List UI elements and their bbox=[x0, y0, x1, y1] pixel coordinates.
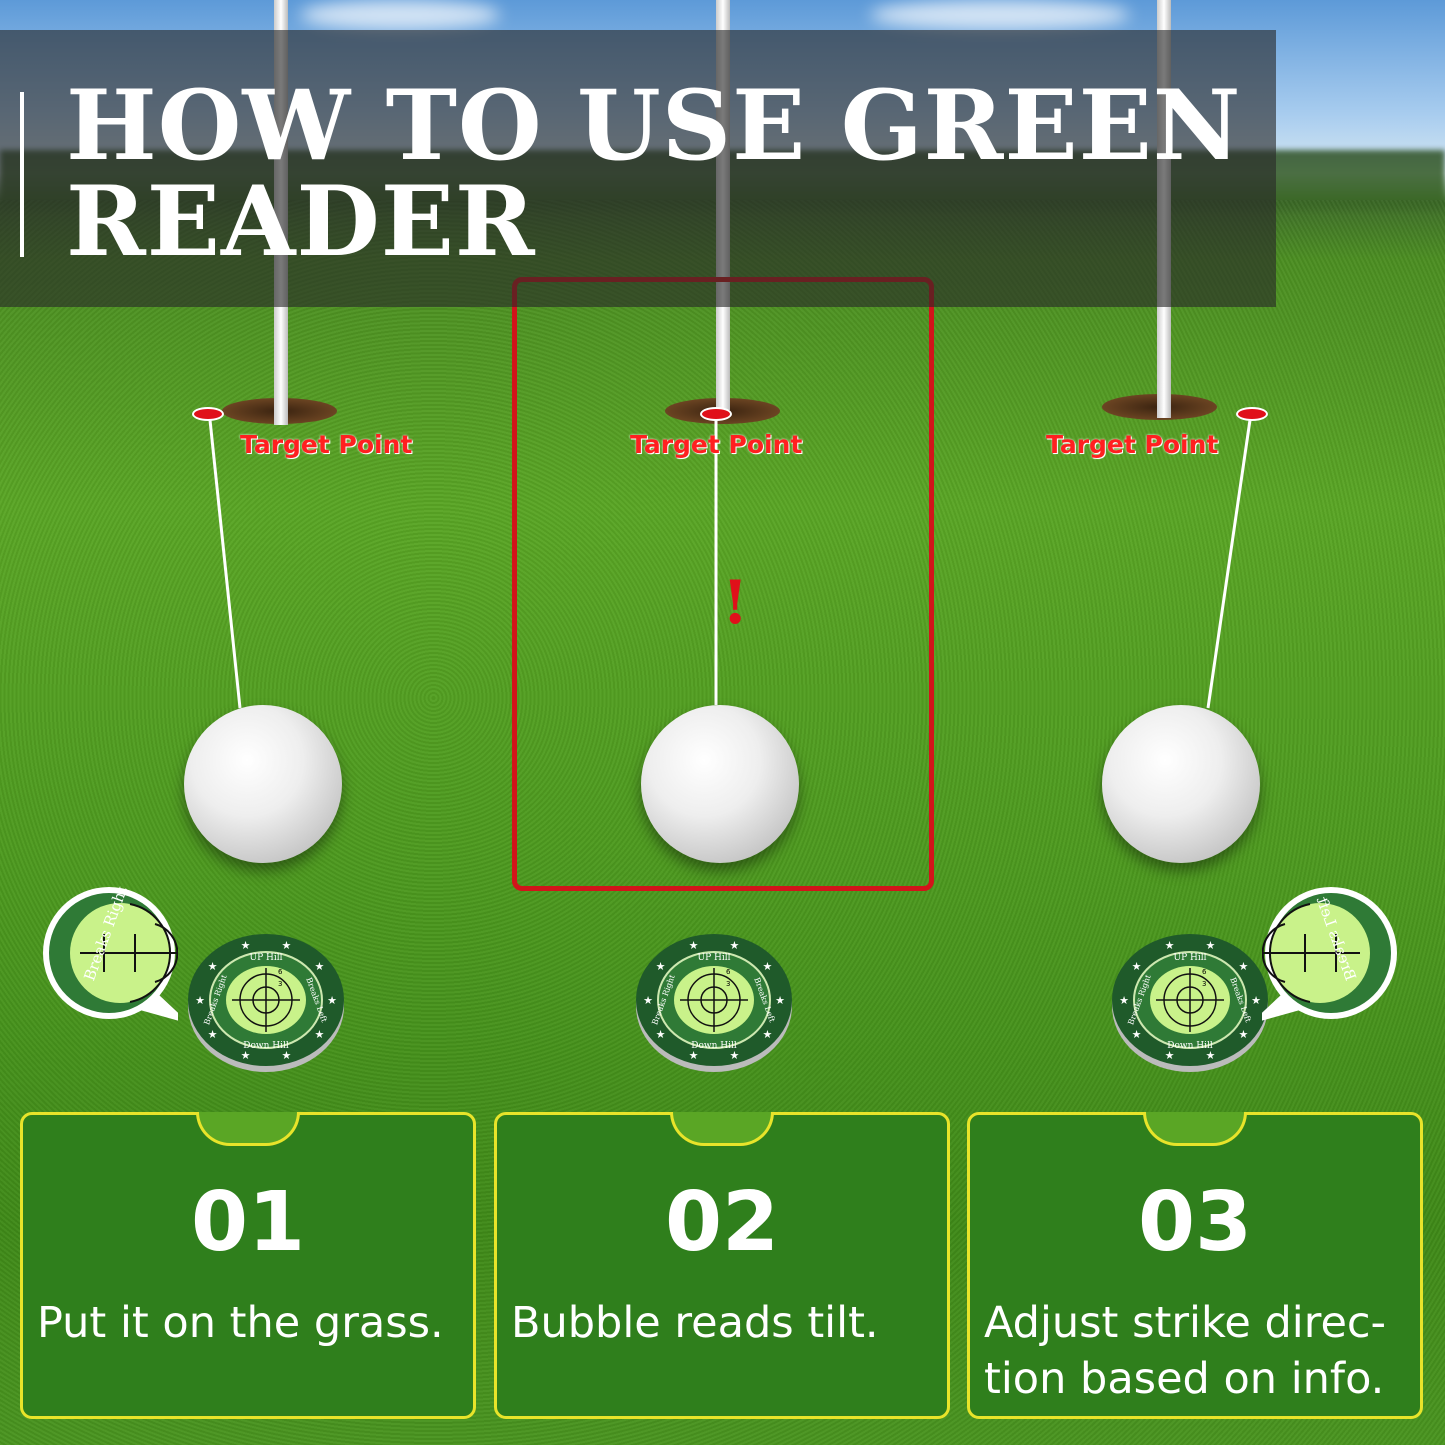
target-point-label: Target Point bbox=[630, 430, 803, 459]
step-text: Adjust strike direc-tion based on info. bbox=[984, 1298, 1387, 1404]
svg-text:★: ★ bbox=[281, 939, 291, 952]
card-notch bbox=[196, 1112, 300, 1146]
svg-text:6: 6 bbox=[1202, 968, 1207, 976]
zoom-callout-icon: Breaks Right bbox=[40, 884, 190, 1024]
svg-text:★: ★ bbox=[689, 1049, 699, 1062]
svg-text:UP Hill: UP Hill bbox=[1174, 953, 1207, 963]
svg-text:★: ★ bbox=[643, 994, 653, 1007]
target-point-label: Target Point bbox=[1046, 430, 1219, 459]
svg-text:★: ★ bbox=[281, 1049, 291, 1062]
page-title: HOW TO USE GREENREADER bbox=[66, 69, 1242, 278]
step-text: Bubble reads tilt. bbox=[511, 1298, 879, 1348]
step-card-3: 03 Adjust strike direc-tion based on inf… bbox=[967, 1112, 1423, 1419]
svg-text:★: ★ bbox=[314, 1028, 324, 1041]
svg-text:3: 3 bbox=[726, 980, 730, 988]
svg-text:★: ★ bbox=[241, 939, 251, 952]
aim-line bbox=[208, 419, 242, 709]
target-point-marker bbox=[192, 407, 224, 421]
svg-text:3: 3 bbox=[278, 980, 282, 988]
ball-marker-icon: ★★★★★★★★★★ UP Hill Down Hill Breaks Righ… bbox=[1110, 928, 1270, 1073]
golf-ball bbox=[1102, 705, 1260, 863]
step-card-1: 01 Put it on the grass. bbox=[20, 1112, 476, 1419]
card-notch bbox=[670, 1112, 774, 1146]
svg-text:★: ★ bbox=[208, 960, 218, 973]
svg-text:★: ★ bbox=[327, 994, 337, 1007]
svg-text:★: ★ bbox=[729, 1049, 739, 1062]
svg-text:★: ★ bbox=[195, 994, 205, 1007]
svg-text:★: ★ bbox=[689, 939, 699, 952]
target-point-marker bbox=[700, 407, 732, 421]
step-number: 03 bbox=[1137, 1175, 1253, 1270]
svg-text:6: 6 bbox=[726, 968, 731, 976]
ball-marker-icon: ★★★★★★★★★★ UP Hill Down Hill Breaks Righ… bbox=[186, 928, 346, 1073]
golf-ball bbox=[184, 705, 342, 863]
cloud bbox=[300, 0, 500, 30]
svg-text:★: ★ bbox=[208, 1028, 218, 1041]
svg-text:★: ★ bbox=[762, 960, 772, 973]
title-banner: HOW TO USE GREENREADER bbox=[0, 30, 1276, 307]
svg-text:★: ★ bbox=[775, 994, 785, 1007]
svg-text:★: ★ bbox=[1251, 994, 1261, 1007]
svg-text:★: ★ bbox=[762, 1028, 772, 1041]
step-text: Put it on the grass. bbox=[37, 1298, 444, 1348]
target-point-label: Target Point bbox=[240, 430, 413, 459]
svg-text:★: ★ bbox=[656, 1028, 666, 1041]
title-accent-bar bbox=[20, 92, 24, 257]
svg-text:Down Hill: Down Hill bbox=[691, 1041, 737, 1051]
svg-text:6: 6 bbox=[278, 968, 283, 976]
ball-marker-icon: ★★★★★★★★★★ UP Hill Down Hill Breaks Righ… bbox=[634, 928, 794, 1073]
svg-text:UP Hill: UP Hill bbox=[250, 953, 283, 963]
cloud bbox=[870, 0, 1130, 30]
svg-text:UP Hill: UP Hill bbox=[698, 953, 731, 963]
svg-text:★: ★ bbox=[1205, 1049, 1215, 1062]
golf-ball bbox=[641, 705, 799, 863]
step-card-2: 02 Bubble reads tilt. bbox=[494, 1112, 950, 1419]
svg-text:★: ★ bbox=[656, 960, 666, 973]
svg-text:★: ★ bbox=[1165, 1049, 1175, 1062]
svg-text:3: 3 bbox=[1202, 980, 1206, 988]
svg-text:Down Hill: Down Hill bbox=[243, 1041, 289, 1051]
svg-text:★: ★ bbox=[314, 960, 324, 973]
svg-text:★: ★ bbox=[1165, 939, 1175, 952]
svg-text:★: ★ bbox=[241, 1049, 251, 1062]
target-point-marker bbox=[1236, 407, 1268, 421]
step-number: 01 bbox=[190, 1175, 306, 1270]
step-number: 02 bbox=[664, 1175, 780, 1270]
svg-text:★: ★ bbox=[1238, 960, 1248, 973]
svg-text:★: ★ bbox=[1119, 994, 1129, 1007]
card-notch bbox=[1143, 1112, 1247, 1146]
svg-text:★: ★ bbox=[1132, 1028, 1142, 1041]
aim-line bbox=[1206, 419, 1252, 709]
svg-text:★: ★ bbox=[1132, 960, 1142, 973]
svg-text:Down Hill: Down Hill bbox=[1167, 1041, 1213, 1051]
svg-text:★: ★ bbox=[1205, 939, 1215, 952]
svg-text:★: ★ bbox=[729, 939, 739, 952]
alert-icon: ! bbox=[722, 568, 749, 638]
zoom-callout-icon: Breaks Left bbox=[1250, 884, 1400, 1024]
svg-text:★: ★ bbox=[1238, 1028, 1248, 1041]
